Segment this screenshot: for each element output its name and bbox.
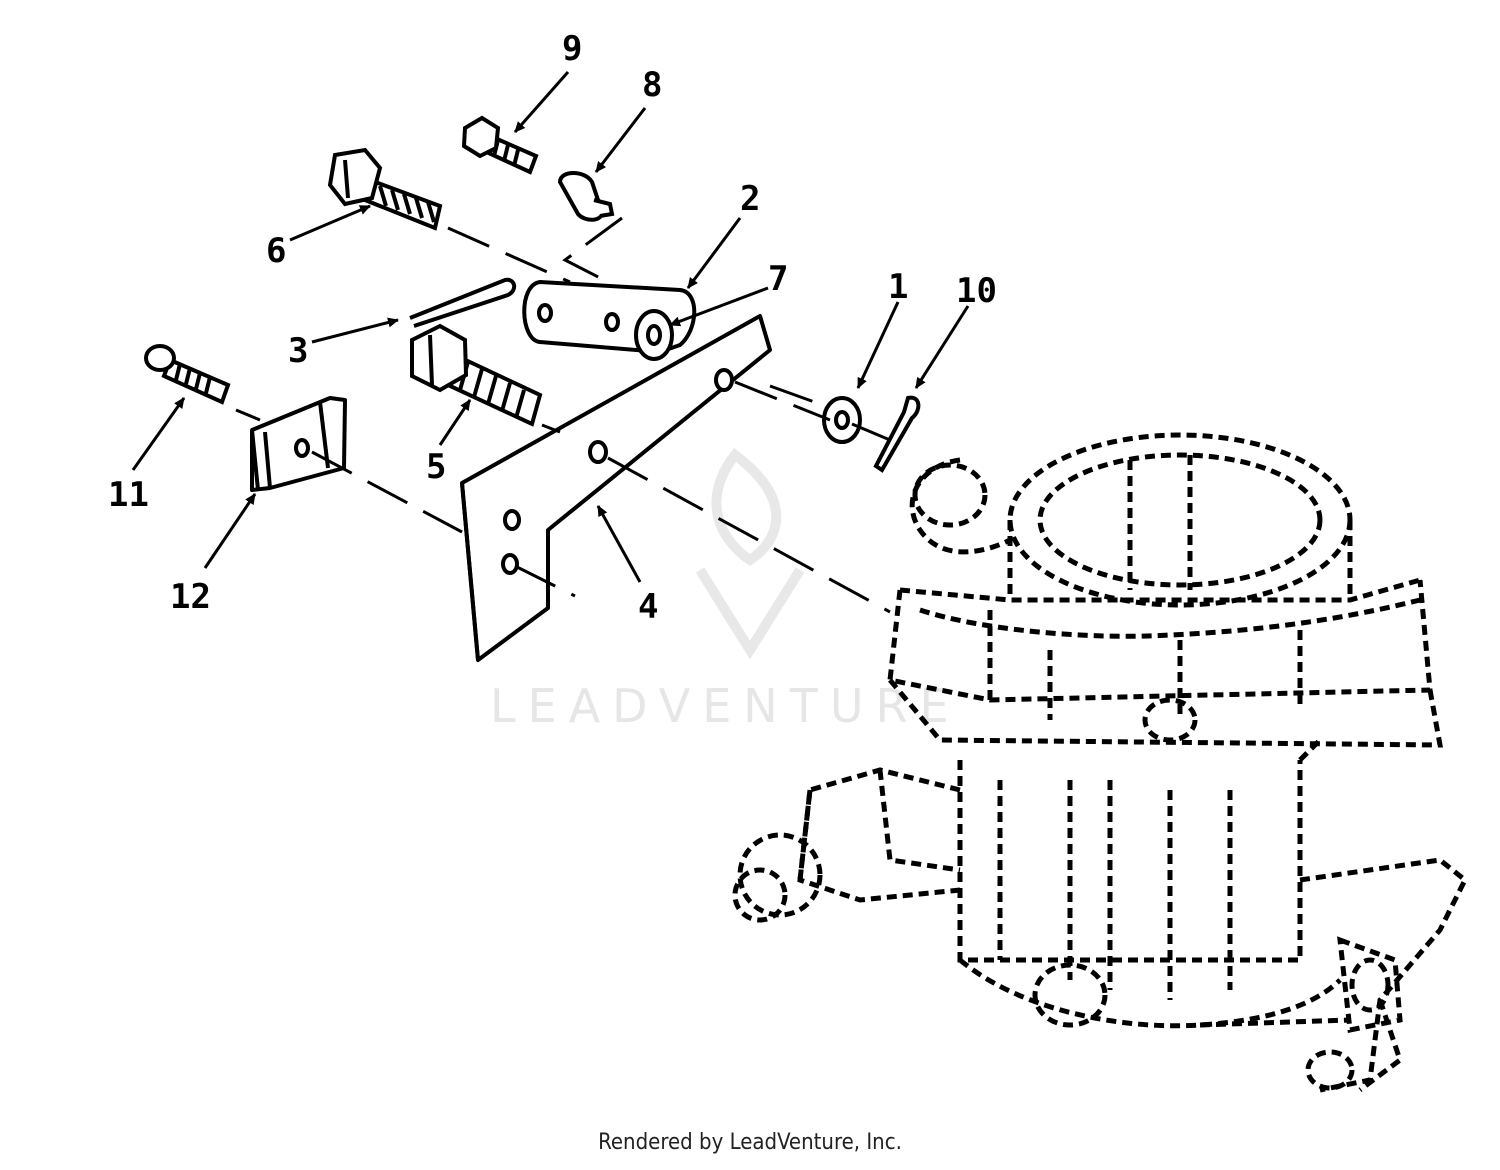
footer-credit: Rendered by LeadVenture, Inc. <box>598 1130 902 1155</box>
mounting-bracket <box>460 314 772 662</box>
callout-3: 3 <box>288 331 308 371</box>
callout-7: 7 <box>768 259 788 299</box>
carburetor-outline <box>732 432 1469 1093</box>
assembly-lines <box>235 216 891 614</box>
clip-12 <box>250 396 347 492</box>
hairpin-3 <box>409 277 517 328</box>
callout-arrows <box>131 71 970 583</box>
washer-1 <box>822 396 862 444</box>
spacer-8 <box>557 171 615 222</box>
bolt-5 <box>410 323 543 427</box>
callout-8: 8 <box>642 65 662 105</box>
callout-2: 2 <box>740 179 760 219</box>
callout-5: 5 <box>426 447 446 487</box>
callout-labels: 1 2 3 4 5 6 7 8 9 10 11 12 <box>108 29 997 627</box>
callout-6: 6 <box>266 231 286 271</box>
cotter-pin-10 <box>873 395 921 473</box>
callout-11: 11 <box>108 475 149 515</box>
screw-11 <box>144 344 231 405</box>
bolt-6 <box>327 147 443 231</box>
callout-1: 1 <box>888 267 908 307</box>
callout-9: 9 <box>562 29 582 69</box>
callout-10: 10 <box>956 271 997 311</box>
watermark-text: LEADVENTURE <box>490 679 961 733</box>
bolt-9 <box>461 115 539 175</box>
watermark-logo <box>695 448 805 660</box>
callout-12: 12 <box>170 577 211 617</box>
callout-4: 4 <box>638 587 658 627</box>
washer-7 <box>634 309 674 361</box>
